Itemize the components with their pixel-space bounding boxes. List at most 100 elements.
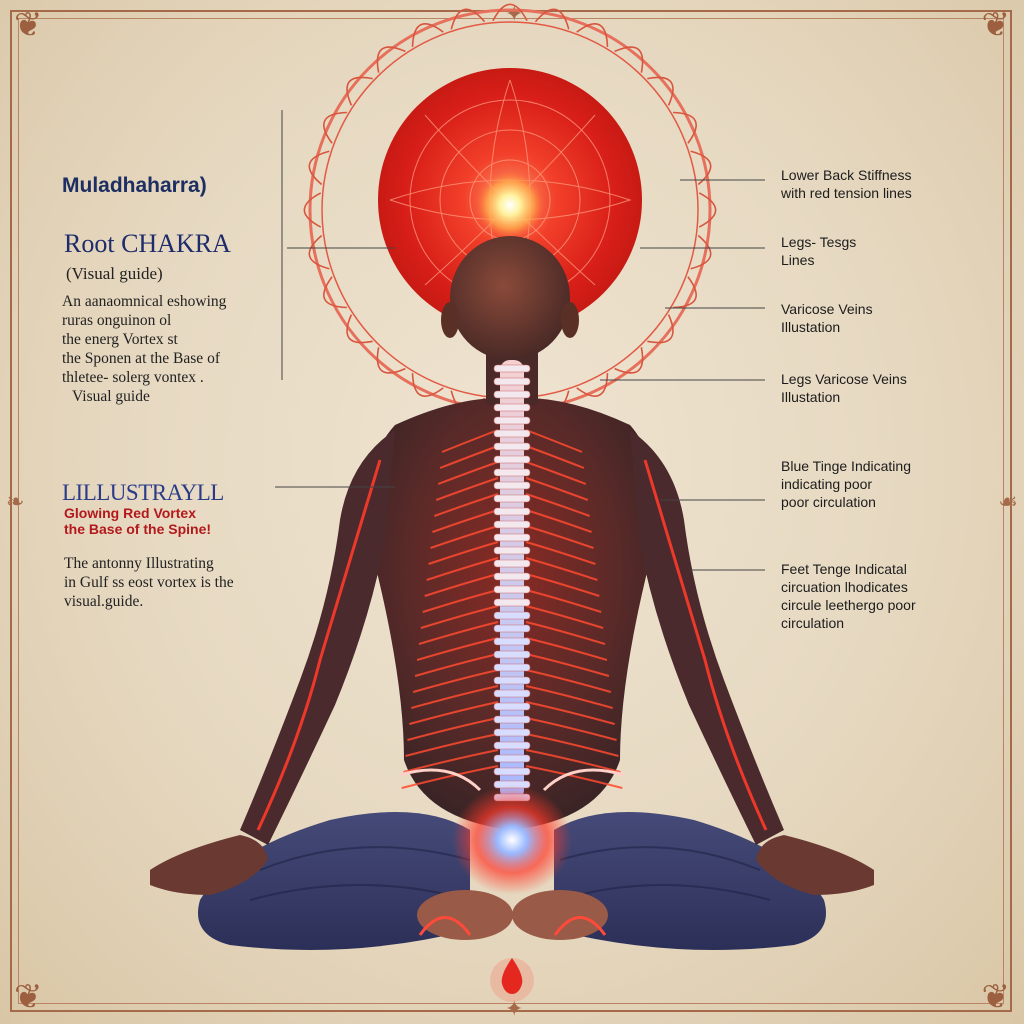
nerve-branch	[525, 701, 615, 725]
vertebra	[493, 572, 531, 581]
label-blue-tinge: Blue Tinge Indicating indicating poor po…	[781, 457, 911, 511]
vertebra	[493, 663, 531, 672]
head	[450, 236, 570, 360]
chakra-core-glow	[476, 171, 544, 239]
halo-petal	[376, 46, 406, 73]
nerve-branch	[525, 541, 596, 565]
corner-flourish-icon: ❦	[981, 977, 1011, 1017]
halo-petal	[303, 192, 322, 228]
nerve-branch	[407, 717, 499, 741]
label-line: Illustation	[781, 389, 841, 405]
side-ornament-icon: ❧	[6, 490, 25, 515]
halo-petal	[346, 76, 373, 106]
illustration-description: The antonny Illustrating in Gulf ss eost…	[64, 554, 234, 611]
halo-petal	[346, 314, 373, 344]
halo-petal	[376, 347, 406, 374]
nerve-branch	[437, 461, 499, 485]
halo-petal	[690, 150, 712, 186]
label-line: Blue Tinge Indicating	[781, 458, 911, 474]
vertebra	[493, 507, 531, 516]
halo-petal	[411, 23, 444, 47]
vertebra	[493, 585, 531, 594]
vertebra	[493, 728, 531, 737]
illustration-desc-line: in Gulf ss eost vortex is the	[64, 574, 234, 591]
nerve-branch	[525, 461, 587, 485]
vertebra	[493, 754, 531, 763]
label-line: Legs Varicose Veins	[781, 371, 907, 387]
halo-petal	[323, 111, 347, 144]
halo-petal	[411, 373, 444, 397]
label-line: Feet Tenge Indicatal	[781, 561, 907, 577]
nerve-branch	[525, 749, 621, 773]
label-feet-tinge: Feet Tenge Indicatal circuation lhodicat…	[781, 560, 916, 632]
nerve-branch	[433, 493, 499, 517]
label-line: circuation lhodicates	[781, 579, 908, 595]
vertebra	[493, 455, 531, 464]
subtitle: (Visual guide)	[66, 264, 163, 283]
nerve-branch	[416, 637, 499, 661]
vertebra	[493, 767, 531, 776]
illustration-desc-line: The antonny Illustrating	[64, 555, 214, 572]
nerve-branch	[432, 509, 499, 533]
label-varicose-veins: Varicose Veins Illustation	[781, 300, 873, 336]
crossed-legs-right	[554, 812, 826, 950]
nerve-branch	[428, 541, 499, 565]
nerve-branch	[525, 477, 589, 501]
halo-petal	[614, 347, 644, 374]
corner-flourish-icon: ❦	[14, 5, 43, 45]
nerve-branch	[426, 557, 499, 581]
halo-petal	[492, 3, 528, 22]
label-line: with red tension lines	[781, 185, 912, 201]
nerve-branch	[525, 637, 608, 661]
nerve-branch	[525, 493, 591, 517]
label-line: circule leethergo poor	[781, 597, 916, 613]
nerve-branch	[525, 765, 623, 789]
nerve-branch	[525, 685, 613, 709]
vertebra	[493, 364, 531, 373]
description: An aanaomnical eshowing ruras onguinon o…	[62, 292, 282, 406]
root-glow	[452, 785, 572, 895]
illustration-subtitle: Glowing Red Vortex the Base of the Spine…	[64, 505, 211, 537]
vertebra	[493, 416, 531, 425]
page-title: Root CHAKRA	[64, 229, 231, 258]
vertebra	[493, 702, 531, 711]
nerve-branch	[414, 653, 499, 677]
description-line: Visual guide	[72, 388, 150, 405]
vertebra	[493, 377, 531, 386]
halo-petal	[308, 150, 330, 186]
label-line: indicating poor	[781, 476, 873, 492]
vertebra	[493, 468, 531, 477]
nerve-branch	[405, 733, 499, 757]
right-arm	[630, 430, 784, 845]
right-hand	[756, 835, 874, 895]
nerve-branch	[411, 685, 499, 709]
halo-petal	[698, 192, 717, 228]
nerve-branch	[525, 605, 604, 629]
halo-petal	[576, 373, 609, 397]
label-line: Legs- Tesgs	[781, 234, 857, 250]
halo-petal	[690, 234, 712, 270]
description-line: ruras onguinon ol	[62, 312, 172, 329]
halo-petal	[614, 46, 644, 73]
inner-frame	[18, 18, 1004, 1004]
nerve-branch	[418, 621, 499, 645]
description-line: the energ Vortex st	[62, 331, 178, 348]
illustration-sub-line: the Base of the Spine!	[64, 521, 212, 537]
description-line: the Sponen at the Base of	[62, 350, 220, 367]
side-ornament-icon: ☙	[998, 490, 1018, 515]
corner-flourish-icon: ❦	[14, 977, 43, 1017]
callout-lines	[275, 110, 765, 571]
nerve-branch	[525, 509, 592, 533]
illustration-desc-line: visual.guide.	[64, 593, 144, 610]
halo-petal	[534, 8, 570, 30]
nerve-branch	[525, 653, 610, 677]
nerve-branch	[401, 765, 499, 789]
vertebra	[493, 494, 531, 503]
label-line: circulation	[781, 615, 845, 631]
bottom-ornament-icon: ✦	[505, 997, 524, 1022]
nerve-branch	[409, 701, 499, 725]
vertebra	[493, 481, 531, 490]
vertebra	[493, 390, 531, 399]
label-line: Lines	[781, 252, 815, 268]
